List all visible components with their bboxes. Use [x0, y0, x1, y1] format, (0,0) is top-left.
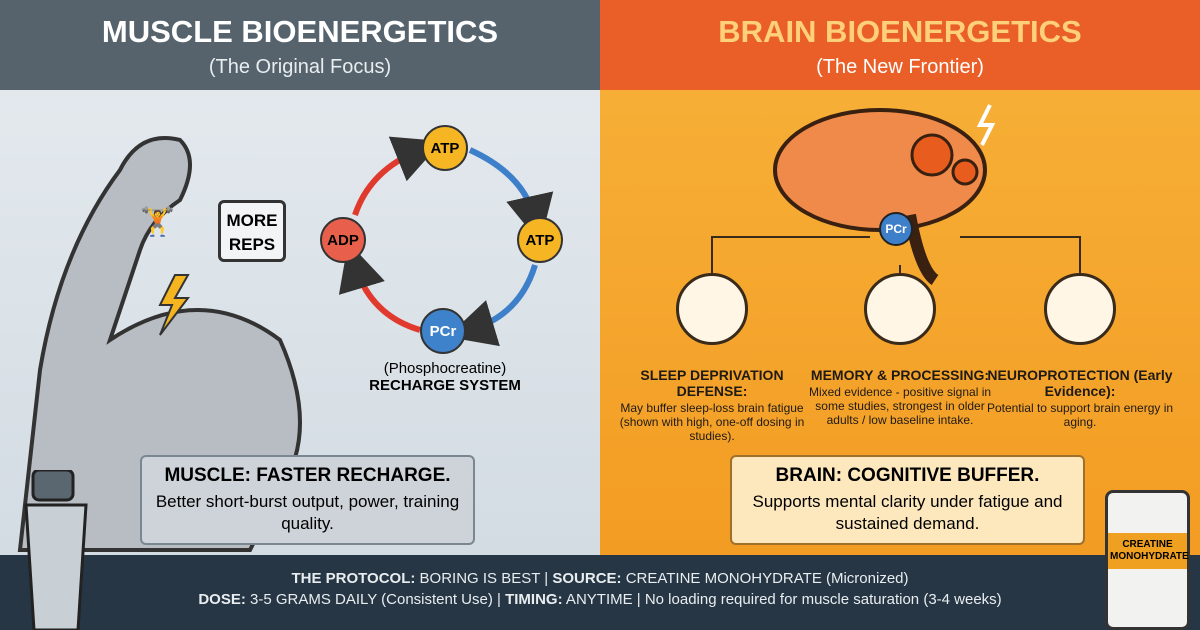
- atp-node-right: ATP: [517, 217, 563, 263]
- benefit-neuroprotection: NEUROPROTECTION (Early Evidence): Potent…: [980, 367, 1180, 429]
- footer-key: SOURCE:: [552, 570, 622, 587]
- footer-value: ANYTIME | No loading required for muscle…: [562, 591, 1002, 608]
- atp-node-top: ATP: [422, 125, 468, 171]
- benefit-text: Mixed evidence - positive signal in some…: [808, 385, 992, 427]
- pcr-node: PCr: [420, 308, 466, 354]
- adp-node: ADP: [320, 217, 366, 263]
- muscle-header: MUSCLE BIOENERGETICS (The Original Focus…: [0, 0, 600, 90]
- protocol-footer: THE PROTOCOL: BORING IS BEST | SOURCE: C…: [0, 555, 1200, 630]
- more-reps-calendar: MORE REPS: [218, 200, 286, 262]
- brain-summary-heading: BRAIN: COGNITIVE BUFFER.: [775, 465, 1040, 486]
- muscle-title: MUSCLE BIOENERGETICS: [101, 14, 499, 49]
- footer-key: DOSE:: [198, 591, 246, 608]
- muscle-summary-heading: MUSCLE: FASTER RECHARGE.: [164, 465, 451, 486]
- lightning-icon: [158, 274, 191, 336]
- brain-title: BRAIN BIOENERGETICS: [718, 14, 1082, 49]
- benefit-heading: SLEEP DEPRIVATION DEFENSE:: [640, 367, 784, 399]
- gear-icon: [951, 158, 979, 186]
- creatine-bottle-icon: CREATINE MONOHYDRATE: [1105, 490, 1190, 630]
- benefit-text: Potential to support brain energy in agi…: [986, 401, 1174, 429]
- footer-value: CREATINE MONOHYDRATE (Micronized): [621, 570, 909, 587]
- muscle-summary-text: Better short-burst output, power, traini…: [155, 492, 460, 533]
- muscle-subtitle: (The Original Focus): [208, 56, 392, 78]
- cycle-caption-1: (Phosphocreatine): [383, 360, 507, 377]
- footer-value: BORING IS BEST |: [415, 570, 553, 587]
- brain-subtitle: (The New Frontier): [816, 56, 984, 78]
- weightlifter-icon: 🏋: [140, 206, 175, 237]
- cycle-caption: (Phosphocreatine) RECHARGE SYSTEM: [340, 360, 550, 394]
- bottle-label: CREATINE MONOHYDRATE: [1108, 533, 1189, 569]
- footer-line-2: DOSE: 3-5 GRAMS DAILY (Consistent Use) |…: [0, 591, 1200, 608]
- muscle-summary-box: MUSCLE: FASTER RECHARGE. Better short-bu…: [140, 455, 475, 545]
- footer-value: 3-5 GRAMS DAILY (Consistent Use) |: [245, 591, 506, 608]
- footer-key: TIMING:: [505, 591, 563, 608]
- benefit-heading: NEUROPROTECTION (Early Evidence):: [987, 367, 1173, 399]
- shaker-bottle-icon: [24, 470, 88, 630]
- clock-icon: [676, 273, 748, 345]
- brain-icon: [773, 104, 996, 285]
- recharge-cycle-arrows: [338, 136, 554, 347]
- spark-icon: [976, 104, 996, 146]
- benefit-sleep: SLEEP DEPRIVATION DEFENSE: May buffer sl…: [612, 367, 812, 443]
- cycle-caption-2: RECHARGE SYSTEM: [369, 377, 521, 394]
- shield-brain-icon: [1044, 273, 1116, 345]
- brain-summary-text: Supports mental clarity under fatigue an…: [752, 492, 1063, 533]
- flexed-arm-icon: [17, 136, 302, 552]
- gear-icon: [910, 133, 954, 177]
- memory-document-icon: [864, 273, 936, 345]
- brain-pcr-node: PCr: [879, 212, 913, 246]
- benefit-heading: MEMORY & PROCESSING:: [810, 367, 990, 383]
- benefit-text: May buffer sleep-loss brain fatigue (sho…: [619, 401, 805, 443]
- footer-key: THE PROTOCOL:: [291, 570, 416, 587]
- benefit-memory: MEMORY & PROCESSING: Mixed evidence - po…: [800, 367, 1000, 427]
- brain-summary-box: BRAIN: COGNITIVE BUFFER. Supports mental…: [730, 455, 1085, 545]
- brain-header: BRAIN BIOENERGETICS (The New Frontier): [600, 0, 1200, 90]
- footer-line-1: THE PROTOCOL: BORING IS BEST | SOURCE: C…: [0, 570, 1200, 587]
